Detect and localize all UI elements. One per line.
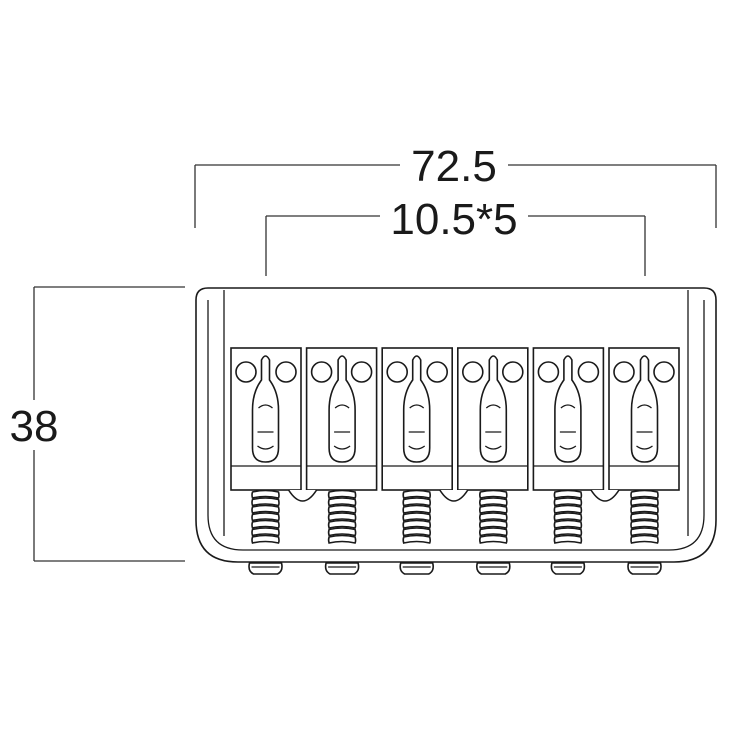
height-screw xyxy=(310,361,333,383)
slot-detail xyxy=(408,404,426,450)
spring-coil xyxy=(327,512,357,522)
baseplate-arc xyxy=(439,489,469,502)
saddle xyxy=(381,347,454,575)
saddle xyxy=(532,347,605,575)
spring-coil xyxy=(251,497,280,507)
intonation-spring xyxy=(479,489,508,544)
screw-head xyxy=(324,562,360,575)
baseplate-arc xyxy=(287,489,318,502)
height-dimension: 38 xyxy=(10,286,185,562)
string-spacing-dimension: 10.5*5 xyxy=(265,195,646,276)
spring-coil xyxy=(553,497,583,507)
slot-detail xyxy=(559,404,577,450)
height-screw xyxy=(426,361,449,383)
height-label: 38 xyxy=(10,402,59,451)
spring-coil xyxy=(630,534,659,544)
spring-coil xyxy=(327,504,357,514)
spring-coil xyxy=(630,489,659,499)
height-screw xyxy=(613,361,635,383)
spring-coil xyxy=(251,512,280,522)
intonation-spring xyxy=(553,489,583,544)
spring-coil xyxy=(402,527,431,537)
saddle xyxy=(608,347,680,575)
spring-coil xyxy=(553,534,583,544)
string-slot xyxy=(479,355,508,463)
saddle xyxy=(456,347,529,575)
screw-head xyxy=(627,562,662,575)
spring-coil xyxy=(553,512,583,522)
spring-coil xyxy=(630,512,659,522)
intonation-spring xyxy=(402,489,431,544)
spring-coil xyxy=(402,504,431,514)
string-slot xyxy=(402,355,431,463)
spring-coil xyxy=(402,512,431,522)
spring-coil xyxy=(479,534,508,544)
spring-coil xyxy=(327,497,357,507)
spring-coil xyxy=(402,534,431,544)
screw-head xyxy=(399,562,434,575)
screw-head xyxy=(476,562,511,575)
spring-coil xyxy=(553,489,583,499)
spring-coil xyxy=(327,534,357,544)
string-slot xyxy=(554,355,582,463)
height-screw xyxy=(653,361,675,383)
spring-coil xyxy=(402,497,431,507)
string-spacing-label: 10.5*5 xyxy=(390,195,517,244)
saddle xyxy=(230,347,302,575)
spring-coil xyxy=(402,489,431,499)
screw-head xyxy=(248,562,283,575)
string-slot xyxy=(630,355,659,463)
slot-detail xyxy=(257,404,274,450)
height-screw xyxy=(235,361,257,383)
height-screw xyxy=(501,361,524,383)
intonation-spring xyxy=(251,489,280,544)
spring-coil xyxy=(402,519,431,529)
spring-coil xyxy=(630,497,659,507)
baseplate-arc xyxy=(590,489,620,502)
spring-coil xyxy=(479,519,508,529)
height-screw xyxy=(275,361,297,383)
spring-coil xyxy=(327,519,357,529)
height-screw xyxy=(537,361,560,383)
height-screw xyxy=(386,361,409,383)
spring-coil xyxy=(251,489,280,499)
height-screw xyxy=(577,361,600,383)
intonation-spring xyxy=(630,489,659,544)
saddle-group xyxy=(230,347,680,575)
spring-coil xyxy=(553,519,583,529)
spring-coil xyxy=(479,489,508,499)
height-screw xyxy=(350,361,373,383)
spring-coil xyxy=(479,527,508,537)
spring-coil xyxy=(630,527,659,537)
spring-coil xyxy=(479,497,508,507)
spring-coil xyxy=(479,504,508,514)
overall-width-label: 72.5 xyxy=(411,142,497,191)
spring-coil xyxy=(327,527,357,537)
spring-coil xyxy=(630,504,659,514)
string-slot xyxy=(328,355,356,463)
spring-coil xyxy=(327,489,357,499)
spring-coil xyxy=(251,519,280,529)
height-screw xyxy=(461,361,484,383)
slot-detail xyxy=(333,404,351,450)
overall-width-dimension: 72.5 xyxy=(194,142,717,228)
saddle xyxy=(305,347,378,575)
spring-coil xyxy=(251,527,280,537)
spring-coil xyxy=(630,519,659,529)
screw-head xyxy=(550,562,586,575)
spring-coil xyxy=(553,504,583,514)
spring-coil xyxy=(553,527,583,537)
slot-detail xyxy=(484,404,502,450)
spring-coil xyxy=(479,512,508,522)
spring-coil xyxy=(251,504,280,514)
slot-detail xyxy=(636,404,653,450)
intonation-spring xyxy=(327,489,357,544)
spring-coil xyxy=(251,534,280,544)
string-slot xyxy=(251,355,280,463)
